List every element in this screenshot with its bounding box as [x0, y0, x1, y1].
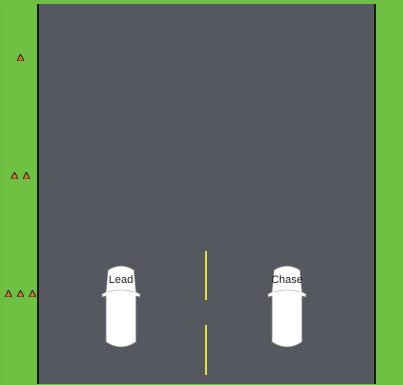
- traffic-cone-icon: [23, 172, 30, 179]
- left-grass-shoulder: [4, 4, 37, 384]
- traffic-cone-icon: [17, 54, 24, 61]
- car-label: Lead: [100, 274, 142, 286]
- traffic-cone-icon: [29, 290, 36, 297]
- right-grass-shoulder: [376, 4, 403, 384]
- lane-divider-top: [205, 251, 207, 300]
- traffic-cone-icon: [11, 172, 18, 179]
- car-label: Chase: [266, 274, 308, 286]
- traffic-cone-icon: [17, 290, 24, 297]
- road: [37, 4, 376, 384]
- lane-divider-bottom: [205, 325, 207, 375]
- chase-car[interactable]: Chase: [266, 264, 308, 350]
- lead-car[interactable]: Lead: [100, 264, 142, 350]
- traffic-cone-icon: [5, 290, 12, 297]
